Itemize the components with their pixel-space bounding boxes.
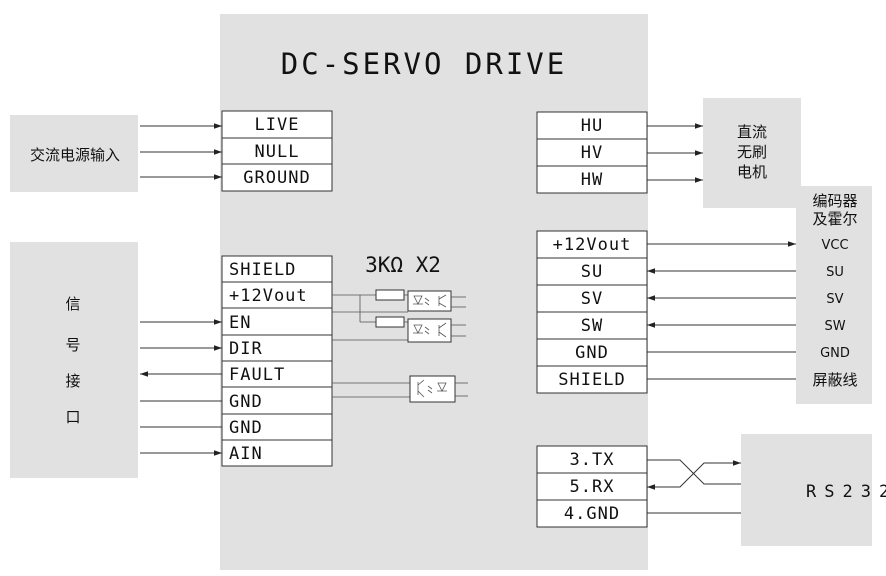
ac-input-connector: LIVE NULL GROUND — [221, 110, 333, 192]
pin-gnd1: GND — [229, 392, 263, 412]
drive-title: DC-SERVO DRIVE — [281, 47, 567, 81]
pin-null: NULL — [255, 142, 300, 162]
pin-enc-sw: SW — [581, 316, 603, 336]
wire-tx-cross — [647, 459, 741, 485]
encoder-label-2: 及霍尔 — [812, 210, 857, 228]
pin-dir: DIR — [229, 339, 263, 359]
motor-label-1: 直流 — [737, 123, 767, 141]
pin-enc-shield: SHIELD — [558, 370, 625, 390]
pin-ground: GROUND — [243, 168, 310, 188]
signal-char-3: 接 — [65, 372, 80, 390]
pin-shield: SHIELD — [229, 260, 296, 280]
pin-rs-gnd: 4.GND — [564, 504, 620, 524]
rs232-panel — [741, 434, 872, 546]
pin-box-hw — [536, 165, 648, 194]
pin-12vout: +12Vout — [229, 286, 308, 306]
encoder-connector: +12Vout SU SV SW GND SHIELD — [536, 230, 648, 394]
motor-label-3: 电机 — [737, 163, 767, 181]
pin-box-enc-shield — [536, 365, 648, 394]
optocoupler-1 — [407, 290, 452, 312]
pin-en: EN — [229, 313, 251, 333]
signal-char-4: 口 — [65, 408, 80, 426]
pin-enc-sv: SV — [581, 289, 603, 309]
signal-char-1: 信 — [65, 295, 80, 313]
fault-optocoupler-circuit — [332, 375, 468, 403]
pin-gnd2: GND — [229, 418, 263, 438]
ac-input-label: 交流电源输入 — [30, 146, 120, 164]
pin-hv: HV — [581, 143, 603, 163]
pin-box-ain — [221, 439, 333, 467]
pin-box-hu — [536, 111, 648, 140]
enc-signal-sv: SV — [826, 292, 843, 307]
rs232-label: RS232 — [806, 482, 886, 502]
encoder-label-1: 编码器 — [812, 192, 857, 210]
motor-connector: HU HV HW — [536, 111, 648, 194]
pin-tx: 3.TX — [570, 450, 615, 470]
pin-enc-12vout: +12Vout — [553, 235, 632, 255]
pin-enc-su: SU — [581, 262, 603, 282]
pin-box-dir — [221, 334, 333, 362]
pin-box-en — [221, 307, 333, 336]
wire-rx-cross — [647, 462, 741, 490]
pin-box-gnd1 — [221, 386, 333, 415]
pin-live: LIVE — [255, 115, 300, 135]
resistor-label: 3KΩ X2 — [365, 253, 441, 277]
rs232-connector: 3.TX 5.RX 4.GND — [536, 445, 648, 528]
resistor-1 — [375, 289, 405, 301]
resistor-2 — [375, 316, 405, 328]
optocoupler-3 — [409, 375, 456, 403]
signal-char-2: 号 — [65, 336, 80, 354]
enc-signal-shield: 屏蔽线 — [812, 371, 857, 389]
motor-label-2: 无刷 — [737, 143, 767, 161]
optocoupler-2 — [407, 318, 452, 343]
signal-connector: SHIELD +12Vout EN DIR FAULT GND GND AIN — [221, 255, 333, 467]
input-optocoupler-circuit — [332, 289, 466, 343]
pin-box-live — [221, 110, 333, 139]
pin-box-rs-gnd — [536, 499, 648, 528]
pin-rx: 5.RX — [570, 477, 615, 497]
pin-enc-gnd: GND — [575, 343, 609, 363]
encoder-panel — [796, 186, 872, 404]
pin-hu: HU — [581, 116, 603, 136]
pin-hw: HW — [581, 170, 603, 190]
pin-box-ground — [221, 163, 333, 192]
pin-fault: FAULT — [229, 365, 285, 385]
enc-signal-gnd: GND — [820, 346, 850, 361]
pin-ain: AIN — [229, 444, 263, 464]
pin-box-fault — [221, 360, 333, 388]
enc-signal-su: SU — [826, 265, 844, 280]
enc-signal-sw: SW — [824, 319, 845, 334]
signal-interface-panel — [10, 242, 138, 478]
dc-motor-panel — [703, 98, 801, 208]
ac-input-panel — [10, 115, 138, 192]
pin-box-null — [221, 137, 333, 165]
enc-signal-vcc: VCC — [821, 238, 848, 253]
pin-box-shield — [221, 255, 333, 283]
